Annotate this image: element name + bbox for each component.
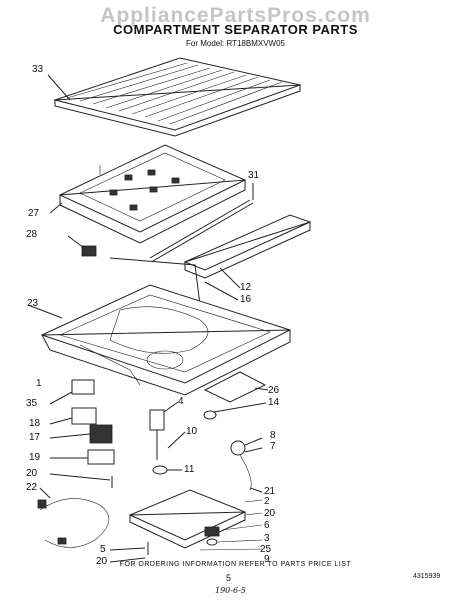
part-35-damper-drawing [71, 379, 95, 395]
callout-9: 9 [264, 554, 270, 565]
page-title: COMPARTMENT SEPARATOR PARTS [113, 22, 358, 37]
part-18-bracket-drawing [71, 407, 97, 425]
callout-12: 12 [240, 282, 252, 293]
document-number: 4315939 [413, 573, 441, 580]
part-21-wire-drawing [239, 454, 252, 491]
callout-7: 7 [270, 441, 276, 452]
part-17-control-drawing [89, 424, 113, 444]
part-23-tray-drawing [27, 284, 292, 396]
callout-27: 27 [28, 208, 40, 219]
callout-33: 33 [32, 64, 44, 75]
callout-26: 26 [268, 385, 280, 396]
part-14-grommet-drawing [203, 410, 217, 420]
part-11-washer-drawing [152, 465, 168, 475]
part-4-sensor-drawing [149, 409, 165, 431]
part-12-trim-drawing [183, 214, 312, 289]
callout-23: 23 [27, 298, 39, 309]
part-22-harness-drawing [39, 498, 110, 548]
callout-17: 17 [29, 432, 41, 443]
callout-21: 21 [264, 486, 276, 497]
callout-31: 31 [248, 170, 260, 181]
callout-18: 18 [29, 418, 41, 429]
part-8-disc-drawing [230, 440, 246, 456]
callout-28: 28 [26, 229, 38, 240]
part-31-strip-drawing [149, 183, 254, 262]
callout-8: 8 [270, 430, 276, 441]
part-26-pad-drawing [203, 371, 267, 403]
watermark: AppliancePartsPros.com [100, 4, 371, 27]
callout-10: 10 [186, 426, 198, 437]
part-3-nut-drawing [206, 538, 218, 546]
ordering-info-footer: FOR ORDERING INFORMATION REFER TO PARTS … [119, 561, 352, 568]
callout-20-upper: 20 [26, 468, 38, 479]
part-6-connector-drawing [204, 526, 220, 537]
callout-19: 19 [29, 452, 41, 463]
callout-4: 4 [178, 396, 184, 407]
callout-22: 22 [26, 482, 38, 493]
callout-14: 14 [268, 397, 280, 408]
callout-11: 11 [184, 464, 195, 475]
callout-25: 25 [260, 544, 272, 555]
part-28-block-drawing [81, 245, 97, 257]
callout-6: 6 [264, 520, 270, 531]
callout-3: 3 [264, 533, 270, 544]
page-number: 5 [226, 573, 232, 583]
callout-1: 1 [36, 378, 42, 389]
part-27-cover-drawing [49, 144, 247, 244]
part-19-housing-drawing [87, 449, 115, 465]
part-33-grille-drawing [47, 57, 302, 137]
callout-2: 2 [264, 496, 270, 507]
callout-35: 35 [26, 398, 38, 409]
handwritten-note: 190-6-5 [215, 586, 246, 595]
model-line: For Model: RT18BMXVW05 [186, 39, 285, 48]
callout-5: 5 [100, 544, 106, 555]
callout-20-lower: 20 [96, 556, 108, 567]
callout-16: 16 [240, 294, 252, 305]
callout-20-right: 20 [264, 508, 276, 519]
